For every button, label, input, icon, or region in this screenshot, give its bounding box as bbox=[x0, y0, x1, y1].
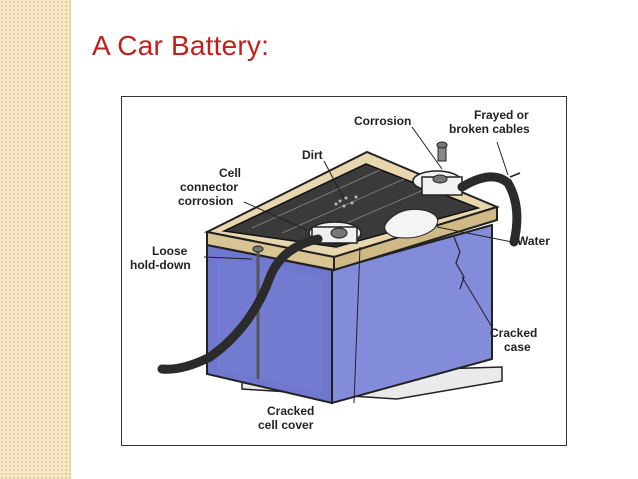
water-spill bbox=[384, 208, 439, 239]
label-cell-line1: Cell bbox=[219, 166, 241, 180]
label-cracked-case-line1: Cracked bbox=[490, 326, 537, 340]
leader-loose bbox=[203, 256, 253, 260]
top-rim-side bbox=[333, 205, 498, 272]
label-cell-line3: corrosion bbox=[178, 194, 233, 208]
label-frayed-line1: Frayed or bbox=[474, 108, 529, 122]
label-dirt: Dirt bbox=[302, 148, 323, 162]
negative-cable bbox=[157, 234, 323, 374]
leader-frayed bbox=[496, 141, 509, 176]
battery-right-face bbox=[331, 223, 493, 405]
slide-title: A Car Battery: bbox=[92, 30, 270, 61]
decorative-side-strip bbox=[0, 0, 71, 479]
leader-water bbox=[436, 226, 513, 243]
frayed-strand bbox=[509, 172, 521, 178]
leader-cracked-cover bbox=[353, 246, 361, 404]
hold-down-bolt-left bbox=[252, 245, 264, 379]
label-loose-line2: hold-down bbox=[130, 258, 191, 272]
hold-down-bolt-top bbox=[436, 141, 448, 162]
label-loose-line1: Loose bbox=[152, 244, 188, 258]
label-cell-line2: connector bbox=[180, 180, 238, 194]
positive-cable bbox=[457, 172, 522, 247]
leader-cracked-case bbox=[461, 276, 493, 328]
label-cracked-cover-line2: cell cover bbox=[258, 418, 314, 432]
label-water: Water bbox=[517, 234, 550, 248]
case-crack bbox=[453, 236, 465, 290]
leader-cell-connector bbox=[243, 201, 308, 231]
right-terminal bbox=[412, 170, 463, 196]
dirt-patch bbox=[334, 195, 358, 208]
cover-ridge-1 bbox=[251, 169, 381, 229]
label-corrosion: Corrosion bbox=[354, 114, 411, 128]
battery-illustration: Corrosion Frayed or broken cables Dirt C… bbox=[130, 108, 550, 432]
label-frayed-line2: broken cables bbox=[449, 122, 530, 136]
battery-diagram: Corrosion Frayed or broken cables Dirt C… bbox=[121, 96, 567, 446]
label-cracked-case-line2: case bbox=[504, 340, 531, 354]
leader-corrosion bbox=[411, 126, 443, 170]
case-shading bbox=[217, 257, 322, 393]
label-cracked-cover-line1: Cracked bbox=[267, 404, 314, 418]
leader-dirt bbox=[323, 160, 345, 200]
